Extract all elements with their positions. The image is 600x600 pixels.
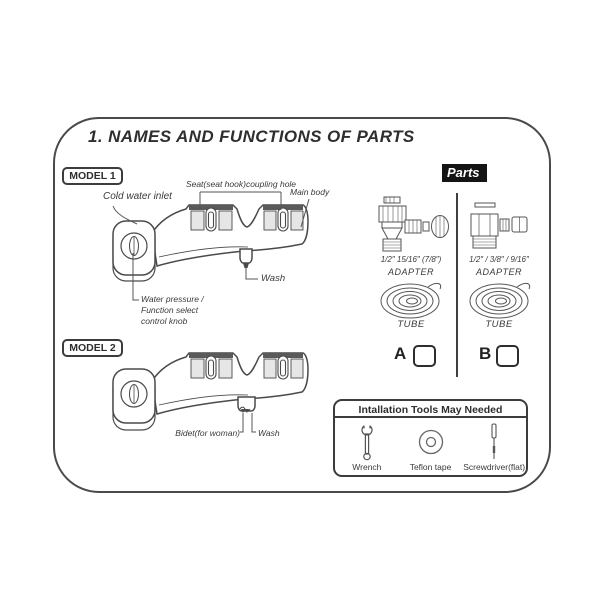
model1-unit-drawing <box>112 204 309 282</box>
label-main-body: Main body <box>290 187 330 197</box>
page-border-frame <box>53 117 551 493</box>
part-a-checkbox[interactable] <box>413 345 436 367</box>
adapter-a-size: 1/2″ 15/16″ (7/8″) <box>380 255 442 264</box>
label-wash-model2: Wash <box>258 428 280 438</box>
tube-b-drawing <box>469 282 531 319</box>
parts-divider <box>456 193 458 377</box>
label-bidet-for-woman: Bidet(for woman) <box>175 428 240 438</box>
part-b-letter: B <box>479 344 492 363</box>
adapter-a-drawing <box>378 196 449 252</box>
model2-badge: MODEL 2 <box>62 339 123 357</box>
model2-unit-drawing <box>112 352 309 431</box>
page-title: 1. NAMES AND FUNCTIONS OF PARTS <box>88 127 415 146</box>
label-wash-model1: Wash <box>261 273 286 284</box>
model1-badge: MODEL 1 <box>62 167 123 185</box>
adapter-b-label: ADAPTER <box>475 267 522 277</box>
tube-a-drawing <box>380 282 442 319</box>
tool-wrench-label: Wrench <box>352 462 382 472</box>
tool-teflon-tape: Teflon tape <box>399 418 463 474</box>
screwdriver-icon <box>488 423 500 461</box>
installation-tools-box: Intallation Tools May Needed Wrench <box>333 399 528 477</box>
part-b-checkbox[interactable] <box>496 345 519 367</box>
model1-leader-lines <box>112 191 310 301</box>
tool-teflon-tape-label: Teflon tape <box>409 462 452 472</box>
tube-b-label: TUBE <box>485 319 513 330</box>
tube-a-label: TUBE <box>397 319 425 330</box>
label-control-knob-line2: Function select <box>141 305 199 315</box>
adapter-a-label: ADAPTER <box>387 267 434 277</box>
label-control-knob-line1: Water pressure / <box>141 294 204 304</box>
adapter-b-size: 1/2″ / 3/8″ / 9/16″ <box>469 255 529 264</box>
teflon-tape-icon <box>418 423 444 461</box>
wrench-icon <box>358 423 376 461</box>
label-control-knob: Water pressure / Function select control… <box>141 294 204 327</box>
part-a-letter: A <box>394 344 407 363</box>
tools-row: Wrench Teflon tape <box>335 418 526 474</box>
model2-leader-lines <box>240 413 256 433</box>
label-control-knob-line3: control knob <box>141 316 188 326</box>
tool-screwdriver: Screwdriver(flat) <box>462 418 526 474</box>
tools-title: Intallation Tools May Needed <box>335 401 526 418</box>
label-cold-water-inlet: Cold water inlet <box>103 191 172 202</box>
label-seat-coupling-hole: Seat(seat hook)coupling hole <box>185 179 297 189</box>
tool-wrench: Wrench <box>335 418 399 474</box>
adapter-b-drawing <box>470 202 528 249</box>
tool-screwdriver-label: Screwdriver(flat) <box>463 462 526 472</box>
parts-badge: Parts <box>442 164 487 182</box>
